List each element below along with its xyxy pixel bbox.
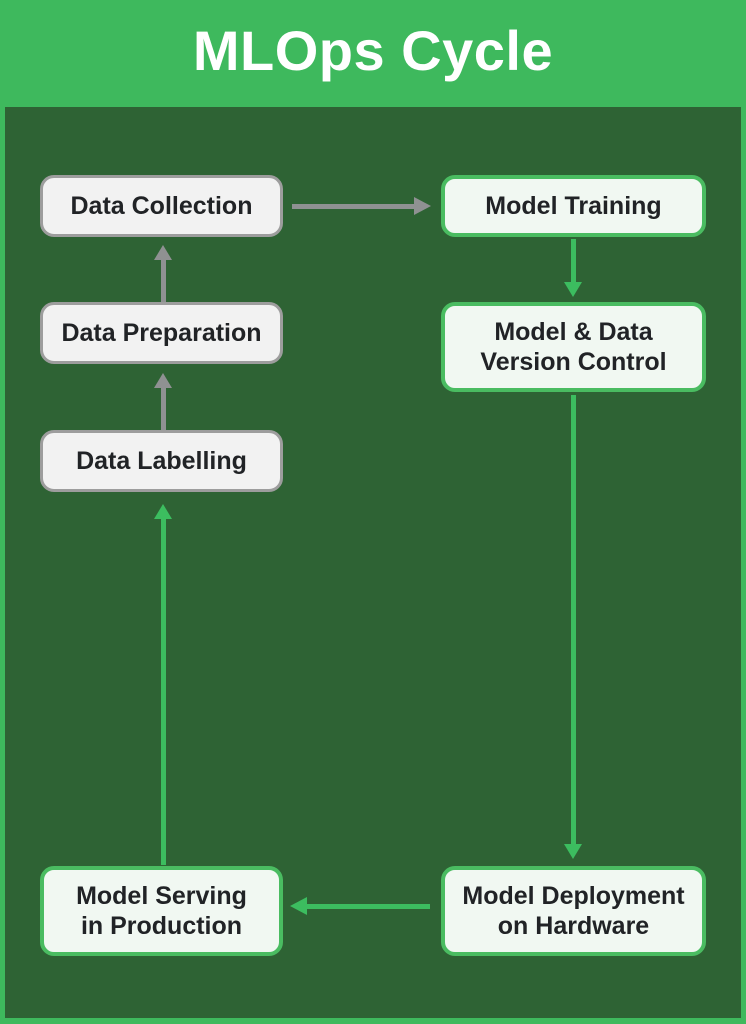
node-data-collection-label: Data Collection [70,192,253,220]
figure-header: MLOps Cycle [0,0,746,107]
node-data-preparation-label: Data Preparation [61,319,262,347]
node-model-data-version-control: Model & Data Version Control [441,302,706,392]
node-data-labelling-label: Data Labelling [76,447,247,475]
node-model-training-label: Model Training [485,192,662,220]
arrowhead-left-icon [290,897,307,915]
arrowhead-up-icon [154,504,172,519]
edge-line [161,386,166,430]
node-model-deployment-on-hardware-label: Model Deployment on Hardware [462,882,685,940]
edge-line [161,258,166,302]
node-data-preparation: Data Preparation [40,302,283,364]
arrowhead-right-icon [414,197,431,215]
node-model-data-version-control-label: Model & Data Version Control [480,318,667,376]
edge-line [571,239,576,283]
node-model-serving-in-production-label: Model Serving in Production [76,882,247,940]
node-model-serving-in-production: Model Serving in Production [40,866,283,956]
edge-line [292,204,416,209]
arrowhead-up-icon [154,373,172,388]
edge-line [571,395,576,845]
figure-title: MLOps Cycle [192,19,554,82]
arrowhead-down-icon [564,282,582,297]
arrowhead-up-icon [154,245,172,260]
diagram-panel: Data Collection Data Preparation Data La… [5,107,741,1018]
edge-line [161,517,166,865]
edge-line [306,904,430,909]
node-data-collection: Data Collection [40,175,283,237]
node-model-training: Model Training [441,175,706,237]
node-data-labelling: Data Labelling [40,430,283,492]
arrowhead-down-icon [564,844,582,859]
node-model-deployment-on-hardware: Model Deployment on Hardware [441,866,706,956]
